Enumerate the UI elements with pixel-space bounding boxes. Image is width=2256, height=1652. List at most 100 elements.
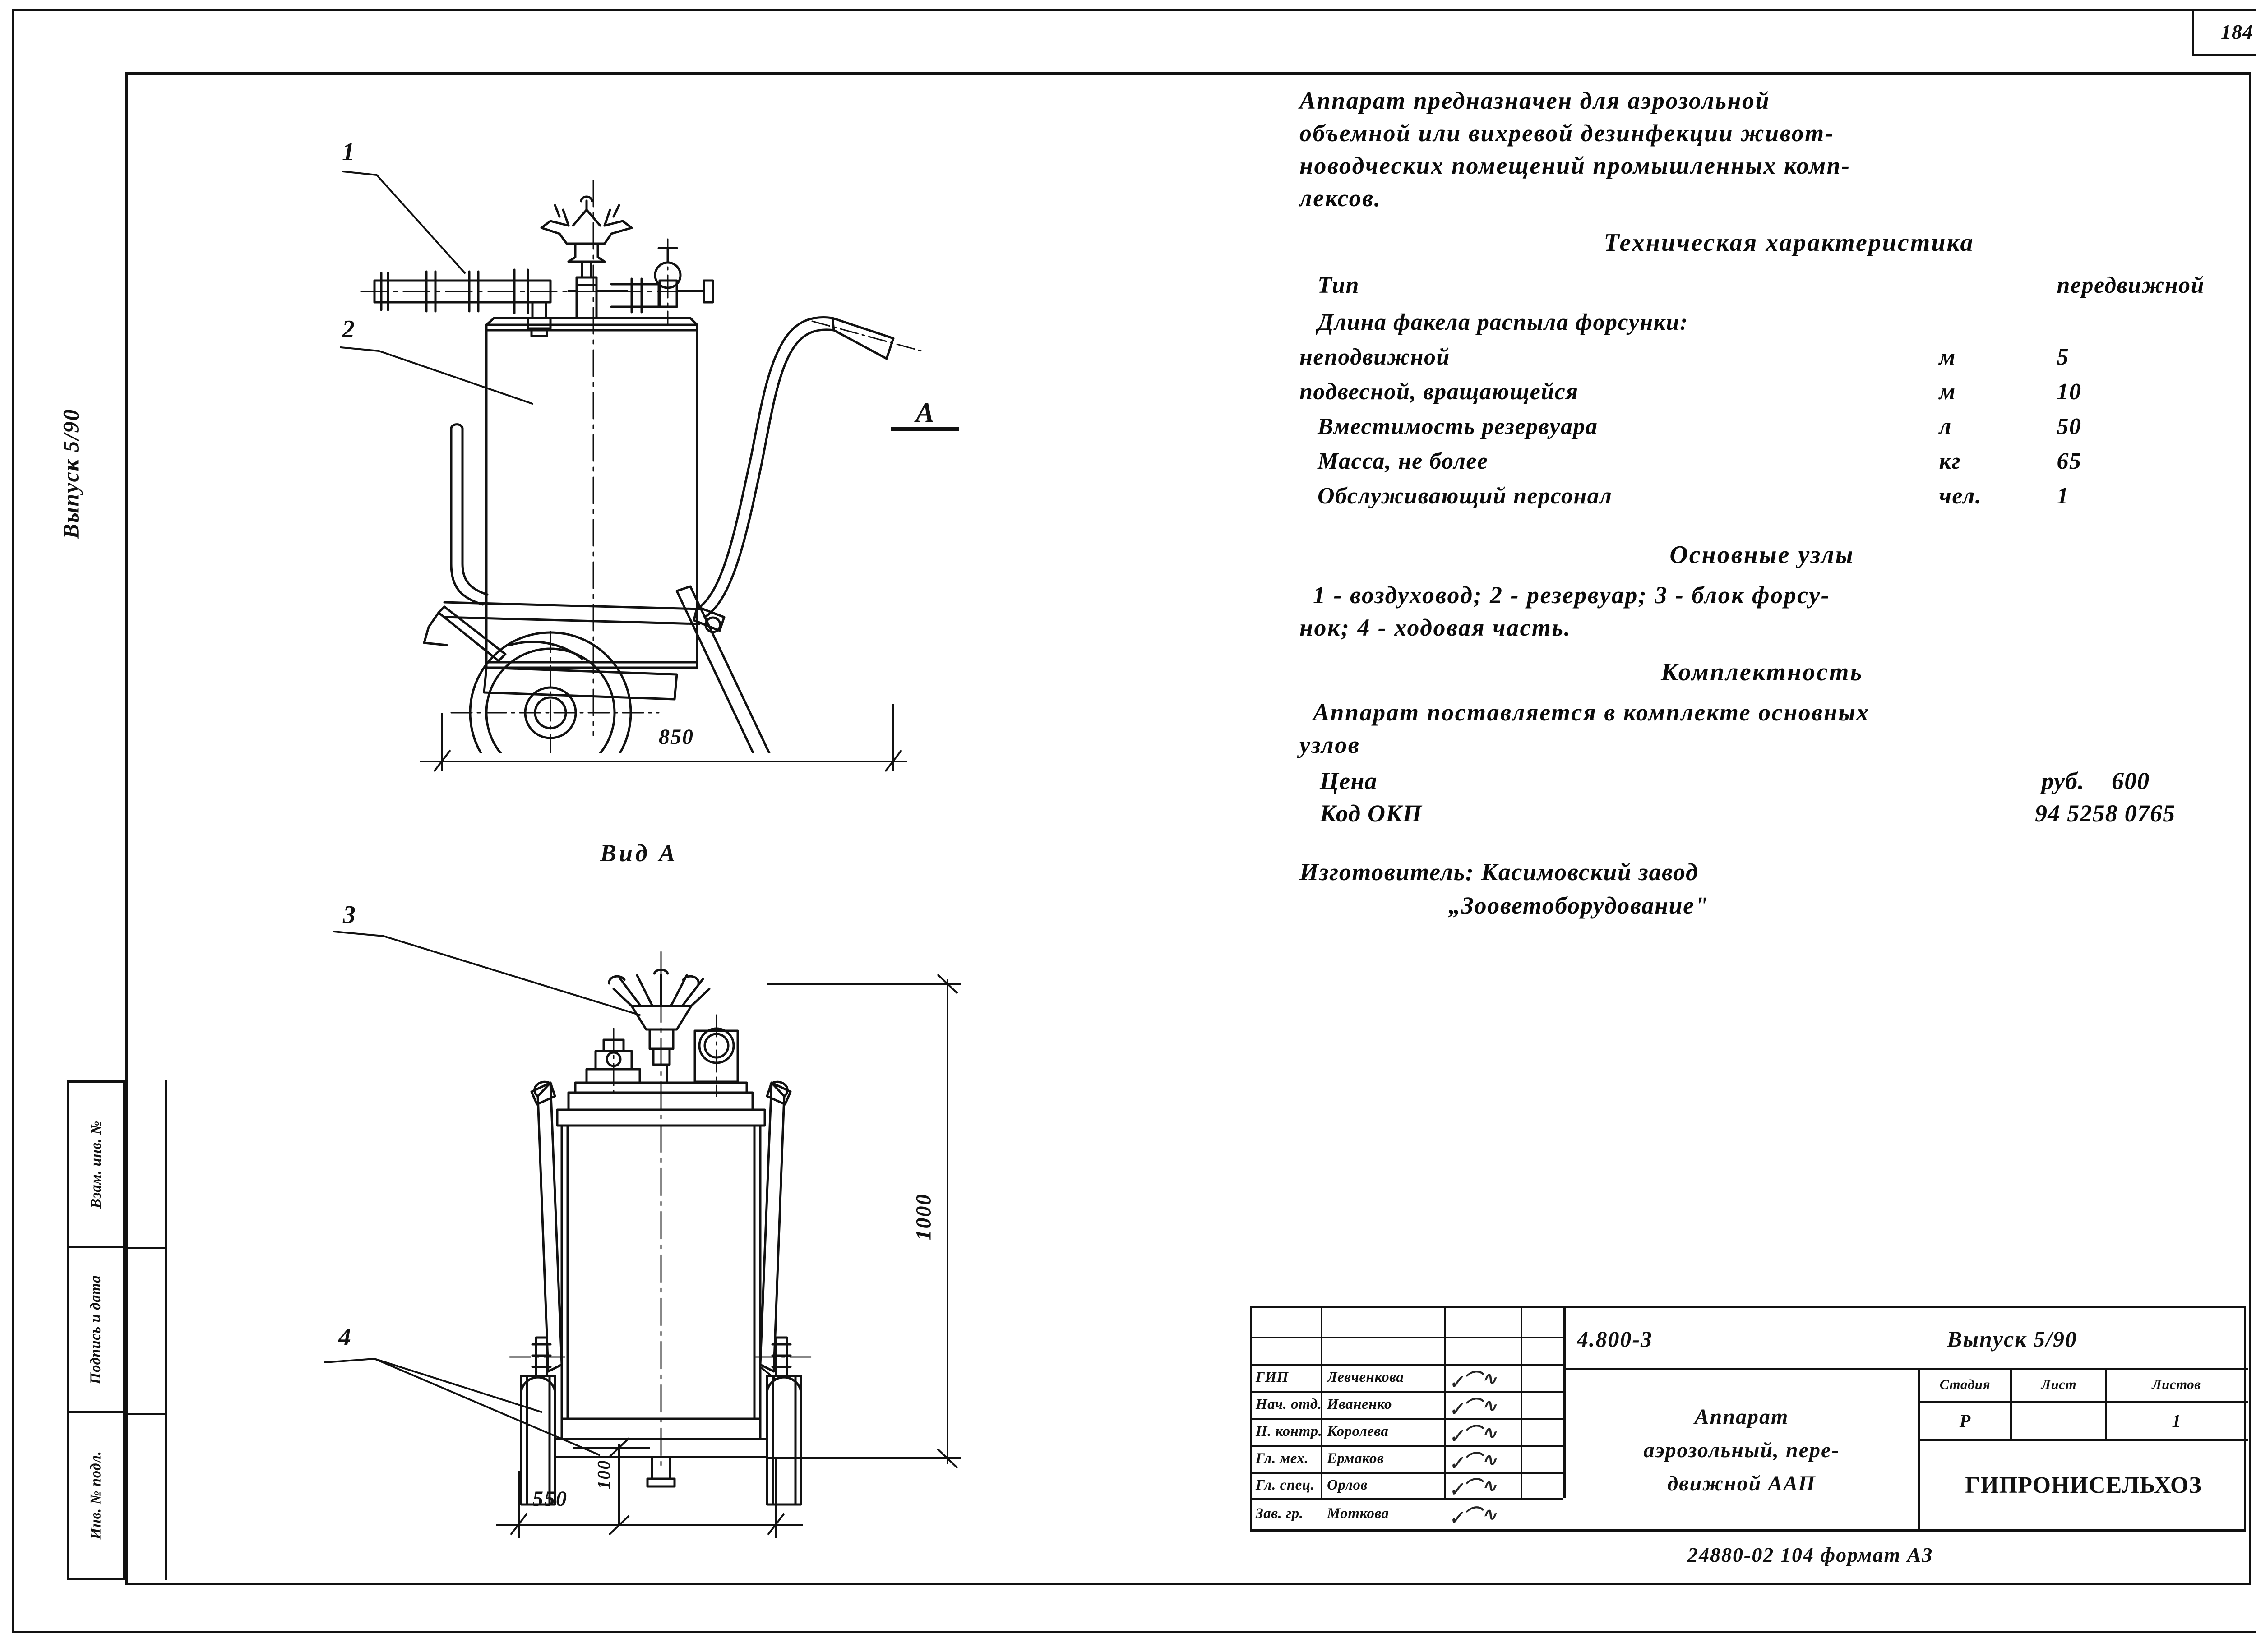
stamp-cell-inv: Инв. № подл. (69, 1413, 123, 1578)
spec-name-capacity: Вместимость резервуара (1318, 414, 1598, 439)
tb-role-5: Зав. гр. (1256, 1505, 1304, 1522)
spec-unit-fixed: м (1939, 344, 1956, 370)
callout-1: 1 (342, 138, 355, 166)
stamp-label-vzam: Взам. инв. № (88, 1120, 104, 1209)
spec-row-flame-group: Длина факела распыла форсунки: (1299, 303, 2224, 340)
spec-row-type: Тип передвижной (1299, 268, 2224, 303)
tb-hline-right-1 (1563, 1368, 2248, 1370)
tb-object-title-line-3: движной ААП (1667, 1472, 1816, 1495)
tb-hline-0 (1252, 1337, 1563, 1338)
spec-row-fixed: неподвижной м 5 (1299, 340, 2224, 374)
tb-hline-2 (1252, 1391, 1563, 1393)
tb-name-5: Моткова (1327, 1505, 1389, 1522)
tb-vline-right-2 (2010, 1368, 2012, 1439)
sheet-outer-frame (12, 9, 2256, 1633)
specification-text-column: Аппарат предназначен для аэрозольной объ… (1299, 86, 2224, 922)
dimension-850: 850 (659, 725, 694, 749)
page-number-box: 184 (2192, 9, 2256, 56)
tb-vline-1 (1321, 1308, 1322, 1498)
stamp-cell-vzam: Взам. инв. № (69, 1083, 123, 1248)
spec-value-fixed: 5 (2057, 344, 2069, 370)
tb-organization: ГИПРОНИСЕЛЬХОЗ (1965, 1472, 2202, 1498)
completeness-line-2: узлов (1299, 731, 1360, 758)
spec-value-mass: 65 (2057, 448, 2082, 474)
front-view-height-dimension: 1000 (767, 970, 993, 1480)
manufacturer-line-1: Изготовитель: Касимовский завод (1299, 858, 1699, 886)
spec-value-rotating: 10 (2057, 379, 2082, 405)
tb-sheet-value (2013, 1403, 2105, 1438)
tb-stage-value: Р (1959, 1410, 1971, 1431)
spec-unit-type (1939, 268, 2057, 303)
tb-hline-3 (1252, 1418, 1563, 1420)
spec-row-mass: Масса, не более кг 65 (1299, 444, 2224, 479)
main-units-heading: Основные узлы (1669, 541, 1854, 569)
left-stamp-strip: Взам. инв. № Подпись и дата Инв. № подл. (67, 1080, 125, 1580)
spec-unit-capacity: л (1939, 414, 1952, 439)
spec-name-personnel: Обслуживающий персонал (1318, 483, 1613, 509)
spec-name-type: Тип (1318, 272, 1359, 298)
spec-unit-mass: кг (1939, 448, 1961, 474)
front-view-dimension-group: 550 100 (460, 1389, 952, 1543)
spec-row-personnel: Обслуживающий персонал чел. 1 (1299, 479, 2224, 513)
side-view-dimension-group: 850 (406, 686, 911, 776)
manufacturer-block: Изготовитель: Касимовский завод „Зоовето… (1299, 855, 2224, 922)
tb-vline-2 (1444, 1308, 1446, 1498)
price-label: Цена (1320, 767, 1378, 794)
tb-role-2: Н. контр. (1256, 1423, 1321, 1440)
side-dim-svg (420, 704, 907, 772)
spec-name-mass: Масса, не более (1318, 448, 1489, 474)
tb-code: 4.800-3 (1577, 1326, 1653, 1352)
spec-row-rotating: подвесной, вращающейся м 10 (1299, 374, 2224, 409)
spec-unit-rotating: м (1939, 379, 1956, 405)
issue-vertical-text: Выпуск 5/90 (58, 408, 83, 539)
spec-unit-personnel: чел. (1939, 483, 1982, 509)
stamp-label-podpis: Подпись и дата (88, 1275, 104, 1384)
price-row: Цена руб. 600 (1299, 766, 2224, 796)
front-view-svg (324, 931, 815, 1506)
tb-role-4: Гл. спец. (1256, 1477, 1315, 1493)
spec-row-capacity: Вместимость резервуара л 50 (1299, 409, 2224, 444)
spec-value-capacity: 50 (2057, 414, 2082, 439)
tb-hline-5 (1252, 1472, 1563, 1474)
title-block: ГИП Левченкова ✓⌒∿ Нач. отд. Иваненко ✓⌒… (1250, 1306, 2248, 1532)
main-units-line-1: 1 - воздуховод; 2 - резервуар; 3 - блок … (1313, 581, 1831, 609)
tb-sheet-header: Лист (2041, 1376, 2077, 1392)
stamp-label-inv: Инв. № подл. (88, 1451, 104, 1540)
tb-stage-header: Стадия (1939, 1376, 1991, 1392)
tb-vline-right-1 (1918, 1368, 1920, 1529)
tb-issue: Выпуск 5/90 (1947, 1326, 2077, 1352)
view-a-title: Вид А (600, 840, 678, 867)
description-line-2: объемной или вихревой дезинфекции живот- (1299, 120, 1835, 147)
okp-label: Код ОКП (1320, 800, 1423, 827)
tb-object-title: Аппарат аэрозольный, пере- движной ААП (1568, 1376, 1915, 1525)
description-line-3: новодческих помещений промышленных комп- (1299, 152, 1851, 179)
spec-value-personnel: 1 (2057, 483, 2069, 509)
callout-4: 4 (338, 1323, 351, 1351)
dimension-1000: 1000 (911, 1193, 936, 1241)
description-line-1: Аппарат предназначен для аэрозольной (1299, 87, 1771, 114)
dimension-550: 550 (532, 1487, 568, 1511)
tb-name-1: Иваненко (1327, 1396, 1392, 1412)
front-dim-svg (496, 1437, 803, 1538)
issue-vertical-label: Выпуск 5/90 (43, 289, 97, 659)
description-line-4: лексов. (1299, 185, 1382, 212)
tb-vline-3 (1521, 1308, 1522, 1498)
tb-role-1: Нач. отд. (1256, 1396, 1321, 1412)
tb-name-0: Левченкова (1327, 1369, 1404, 1385)
tech-spec-table: Тип передвижной Длина факела распыла фор… (1299, 268, 2224, 513)
tb-vline-right-3 (2105, 1368, 2107, 1439)
spec-value-type: передвижной (2057, 272, 2205, 298)
tb-name-2: Королева (1327, 1423, 1389, 1440)
left-stamp-blank-column (125, 1080, 167, 1580)
tb-hline-4 (1252, 1445, 1563, 1447)
completeness-heading: Комплектность (1660, 658, 1863, 686)
okp-row: Код ОКП 94 5258 0765 (1299, 798, 2224, 828)
tb-hline-right-2 (1918, 1401, 2248, 1403)
view-marker-a: А (891, 397, 959, 431)
tb-sheets-value: 1 (2172, 1410, 2181, 1431)
front-view-drawing: 3 4 (316, 871, 1038, 1520)
spec-name-flame-group: Длина факела распыла форсунки: (1318, 309, 1688, 335)
height-dim-svg (767, 974, 961, 1469)
tb-object-title-line-2: аэрозольный, пере- (1643, 1438, 1840, 1462)
tb-hline-1 (1252, 1364, 1563, 1366)
